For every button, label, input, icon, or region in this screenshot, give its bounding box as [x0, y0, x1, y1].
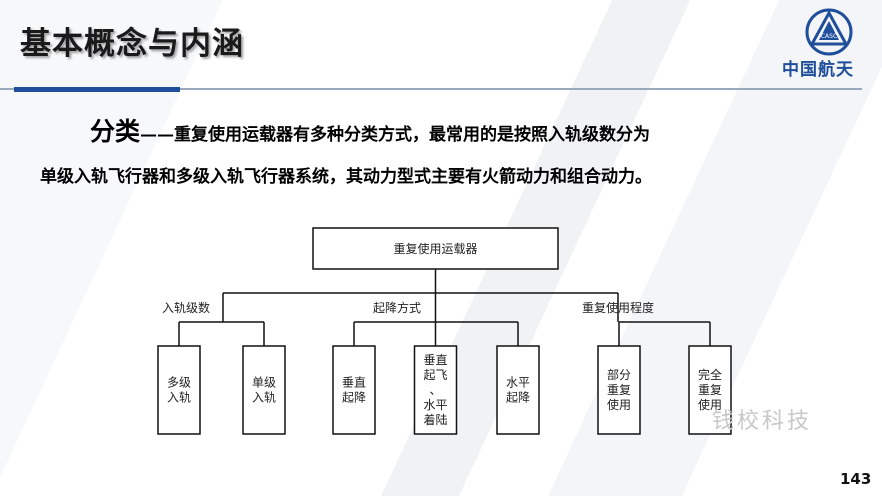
leaf-node-label-1-2-0: 水平 — [506, 376, 530, 390]
leaf-node-label-2-1-0: 完全 — [698, 367, 722, 382]
leaf-node-label-0-1-0: 单级 — [252, 376, 276, 390]
leaf-node-label-1-1-4: 着陆 — [423, 412, 447, 427]
leaf-node-box-0-0 — [157, 345, 201, 435]
paragraph-line-1: 分类——重复使用运载器有多种分类方式，最常用的是按照入轨级数分为 — [40, 112, 860, 148]
leaf-node-label-2-0-2: 使用 — [607, 397, 631, 412]
leaf-node-label-0-1-1: 入轨 — [252, 391, 276, 405]
leaf-node-label-2-0-1: 重复 — [607, 383, 631, 397]
leaf-node-box-0-1 — [242, 345, 286, 435]
logo-badge-text: CASC — [821, 33, 837, 40]
page-number: 143 — [840, 470, 872, 488]
term-highlight: 分类 — [90, 117, 141, 146]
paragraph-line-2: 单级入轨飞行器和多级入轨飞行器系统，其动力型式主要有火箭动力和组合动力。 — [40, 167, 652, 187]
leaf-node-label-1-1-1: 起飞 — [423, 368, 447, 382]
leaf-node-box-2-0 — [597, 345, 641, 435]
group-label-1: 起降方式 — [373, 300, 421, 315]
leaf-node-label-1-0-1: 起降 — [342, 391, 366, 405]
watermark: 钱校科技 — [712, 409, 813, 434]
leaf-node-box-1-2 — [496, 345, 540, 435]
leaf-node-label-2-1-1: 重复 — [698, 383, 722, 397]
leaf-node-label-1-1-0: 垂直 — [423, 353, 447, 367]
leaf-node-label-0-0-1: 入轨 — [167, 391, 191, 405]
slide-title: 基本概念与内涵 — [20, 26, 244, 62]
term-dash: —— — [140, 125, 175, 145]
logo-org-name: 中国航天 — [782, 60, 854, 80]
leaf-node-label-1-0-0: 垂直 — [342, 376, 366, 390]
group-label-0: 入轨级数 — [162, 300, 210, 315]
group-label-2: 重复使用程度 — [582, 300, 654, 315]
paragraph-line-1-text: 重复使用运载器有多种分类方式，最常用的是按照入轨级数分为 — [174, 125, 651, 145]
root-node-label: 重复使用运载器 — [393, 241, 477, 256]
leaf-node-label-2-0-0: 部分 — [607, 367, 631, 382]
leaf-node-label-0-0-0: 多级 — [167, 376, 191, 390]
title-divider — [0, 88, 862, 90]
leaf-node-label-1-1-2: 、 — [429, 383, 441, 397]
leaf-node-label-1-2-1: 起降 — [506, 391, 530, 405]
casc-logo-icon: CASC — [805, 8, 853, 56]
leaf-node-box-1-0 — [332, 345, 376, 435]
leaf-node-box-2-1 — [688, 345, 732, 435]
title-accent-bar — [14, 87, 180, 92]
leaf-node-box-1-1 — [413, 345, 458, 435]
leaf-node-label-1-1-3: 水平 — [423, 398, 447, 412]
root-node-box — [312, 227, 559, 270]
leaf-node-label-2-1-2: 使用 — [698, 397, 722, 412]
